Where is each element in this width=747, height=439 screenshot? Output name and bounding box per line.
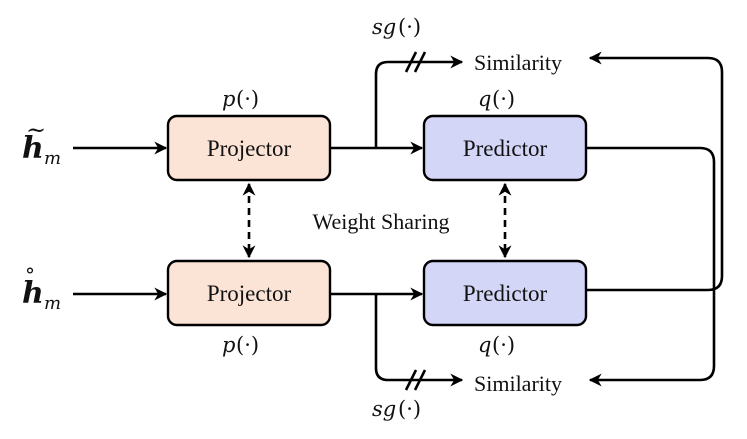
stopgrad-bottom-branch (374, 294, 464, 387)
q-label-top: q (·) (478, 87, 515, 111)
stopgrad-top-branch (374, 55, 464, 148)
svg-text:sg: sg (372, 397, 396, 421)
predictor-bottom-to-similarity-top (586, 51, 724, 292)
sg-label-top: sg (·) (372, 15, 421, 39)
similarity-top-label: Similarity (474, 50, 562, 75)
svg-text:(·): (·) (492, 333, 515, 357)
p-label-bottom: p (·) (222, 333, 259, 357)
predictor-bottom-label: Predictor (463, 281, 548, 306)
svg-text:h: h (22, 276, 44, 311)
sg-label-bottom: sg (·) (372, 397, 421, 421)
svg-text:(·): (·) (492, 87, 515, 111)
svg-text:q: q (478, 333, 491, 357)
p-label-top: p (·) (222, 87, 259, 111)
svg-text:p: p (222, 333, 235, 357)
svg-text:(·): (·) (398, 397, 421, 421)
input-top-symbol: h ~ m (22, 116, 61, 169)
svg-text:(·): (·) (236, 87, 259, 111)
svg-text:°: ° (25, 263, 35, 287)
projector-bottom: Projector (166, 259, 332, 327)
similarity-bottom-label: Similarity (474, 371, 562, 396)
predictor-bottom: Predictor (422, 259, 588, 327)
svg-text:m: m (44, 148, 61, 169)
projector-top: Projector (166, 114, 332, 182)
svg-text:p: p (222, 87, 235, 111)
weight-sharing-label: Weight Sharing (313, 209, 450, 234)
svg-text:~: ~ (26, 116, 46, 144)
projector-bottom-label: Projector (207, 281, 292, 306)
predictor-top: Predictor (422, 114, 588, 182)
svg-text:sg: sg (372, 15, 396, 39)
predictor-top-label: Predictor (463, 136, 548, 161)
q-label-bottom: q (·) (478, 333, 515, 357)
predictor-top-to-similarity-bottom (586, 146, 716, 387)
stopgrad-top-mark (404, 51, 427, 73)
input-bottom-symbol: h ° m (22, 263, 61, 314)
svg-text:(·): (·) (398, 15, 421, 39)
projector-top-label: Projector (207, 136, 292, 161)
svg-text:(·): (·) (236, 333, 259, 357)
svg-text:m: m (44, 293, 61, 314)
svg-text:h: h (22, 131, 44, 166)
stopgrad-bottom-mark (404, 369, 427, 391)
svg-text:q: q (478, 87, 491, 111)
